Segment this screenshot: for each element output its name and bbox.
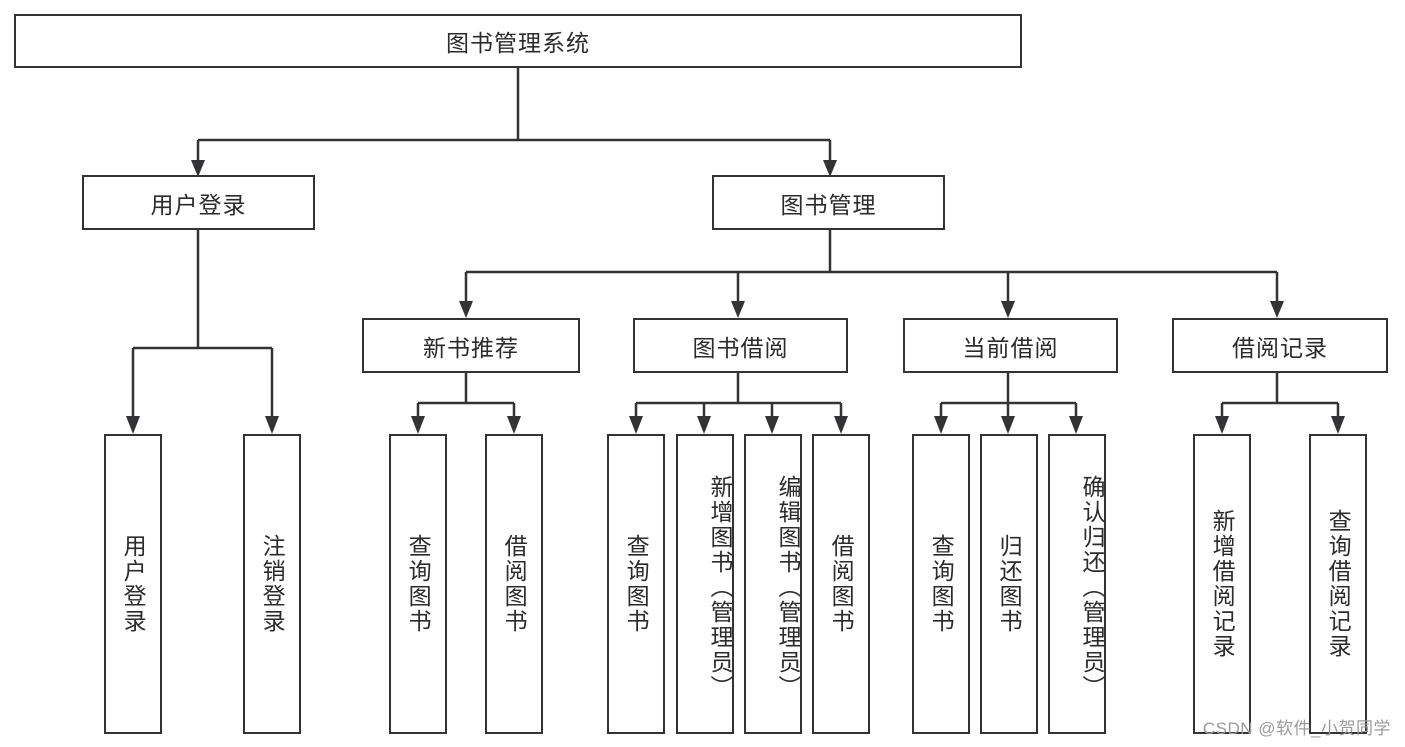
leaf-query-book-borrow[interactable]: 查询图书 [607, 434, 665, 734]
leaf-add-borrow-record[interactable]: 新增借阅记录 [1193, 434, 1251, 734]
leaf-user-login[interactable]: 用户登录 [104, 434, 162, 734]
arrow-leaf-return-book [1001, 416, 1015, 434]
arrow-book-borrow [731, 301, 745, 318]
arrow-leaf-confirm-return [1069, 416, 1083, 434]
arrow-leaf-query-book-3 [934, 416, 948, 434]
leaf-query-book-current[interactable]: 查询图书 [912, 434, 970, 734]
node-new-book-recommend[interactable]: 新书推荐 [362, 318, 580, 373]
leaf-logout[interactable]: 注销登录 [243, 434, 301, 734]
node-root-system[interactable]: 图书管理系统 [14, 14, 1022, 68]
arrow-leaf-query-record [1331, 416, 1345, 434]
arrow-leaf-add-record [1215, 416, 1229, 434]
arrow-leaf-borrow-book-1 [507, 416, 521, 434]
arrow-leaf-add-book [697, 416, 711, 434]
leaf-query-borrow-record[interactable]: 查询借阅记录 [1309, 434, 1367, 734]
leaf-borrow-book-recommend[interactable]: 借阅图书 [485, 434, 543, 734]
arrow-leaf-query-book-1 [411, 416, 425, 434]
node-book-borrow[interactable]: 图书借阅 [633, 318, 848, 373]
arrow-current-borrow [1001, 301, 1015, 318]
leaf-return-book[interactable]: 归还图书 [980, 434, 1038, 734]
leaf-borrow-book-borrow[interactable]: 借阅图书 [812, 434, 870, 734]
leaf-edit-book-admin[interactable]: 编辑图书（管理员） [744, 434, 802, 734]
arrow-leaf-edit-book [765, 416, 779, 434]
arrow-leaf-logout [265, 416, 279, 434]
arrow-borrow-record [1270, 301, 1284, 318]
arrow-leaf-query-book-2 [629, 416, 643, 434]
leaf-confirm-return-admin[interactable]: 确认归还（管理员） [1048, 434, 1106, 734]
node-book-management[interactable]: 图书管理 [712, 175, 945, 230]
node-current-borrow[interactable]: 当前借阅 [903, 318, 1118, 373]
leaf-add-book-admin[interactable]: 新增图书（管理员） [676, 434, 734, 734]
leaf-query-book-recommend[interactable]: 查询图书 [389, 434, 447, 734]
arrow-leaf-borrow-book-2 [834, 416, 848, 434]
arrow-new-book [459, 301, 473, 318]
node-user-login[interactable]: 用户登录 [82, 175, 315, 230]
node-borrow-record[interactable]: 借阅记录 [1172, 318, 1388, 373]
arrow-leaf-user-login [126, 416, 140, 434]
